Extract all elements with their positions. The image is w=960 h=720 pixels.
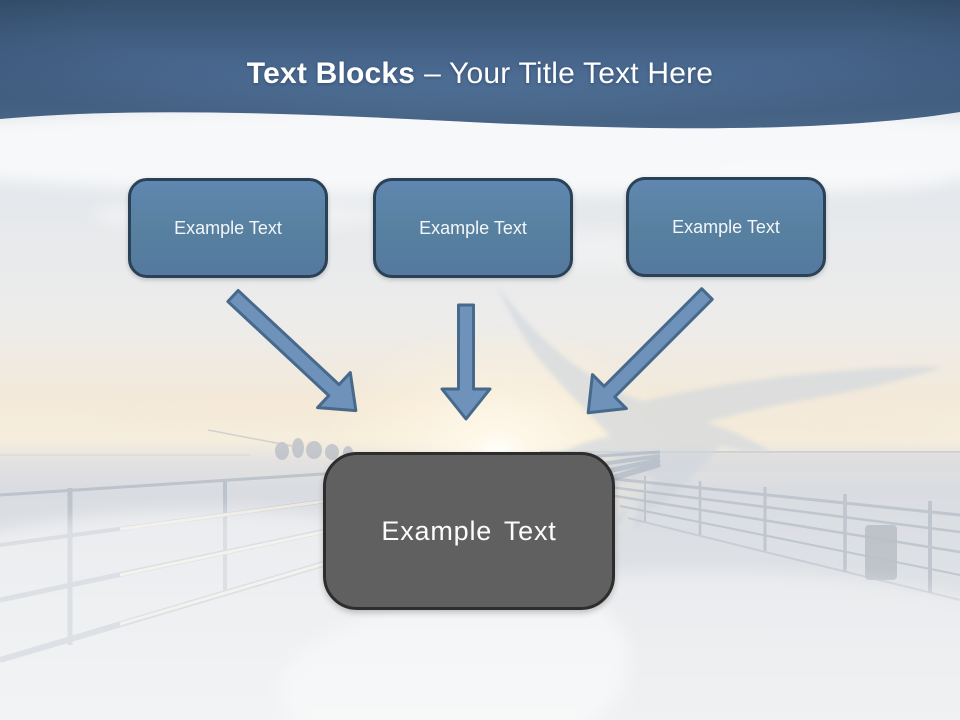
- text-block-1-label: Example Text: [174, 217, 282, 238]
- text-block-3: Example Text: [626, 177, 826, 277]
- people-silhouettes: [207, 429, 353, 460]
- slide-title-regular: – Your Title Text Here: [424, 57, 714, 90]
- result-block: Example Text: [323, 452, 615, 610]
- result-block-label: Example Text: [381, 515, 557, 546]
- text-block-3-label: Example Text: [672, 216, 780, 237]
- text-block-1: Example Text: [128, 178, 328, 278]
- text-block-2-label: Example Text: [419, 217, 527, 238]
- slide-title-bold: Text Blocks: [246, 57, 416, 90]
- slide-title: Text Blocks– Your Title Text Here: [0, 55, 960, 93]
- text-block-2: Example Text: [373, 178, 573, 278]
